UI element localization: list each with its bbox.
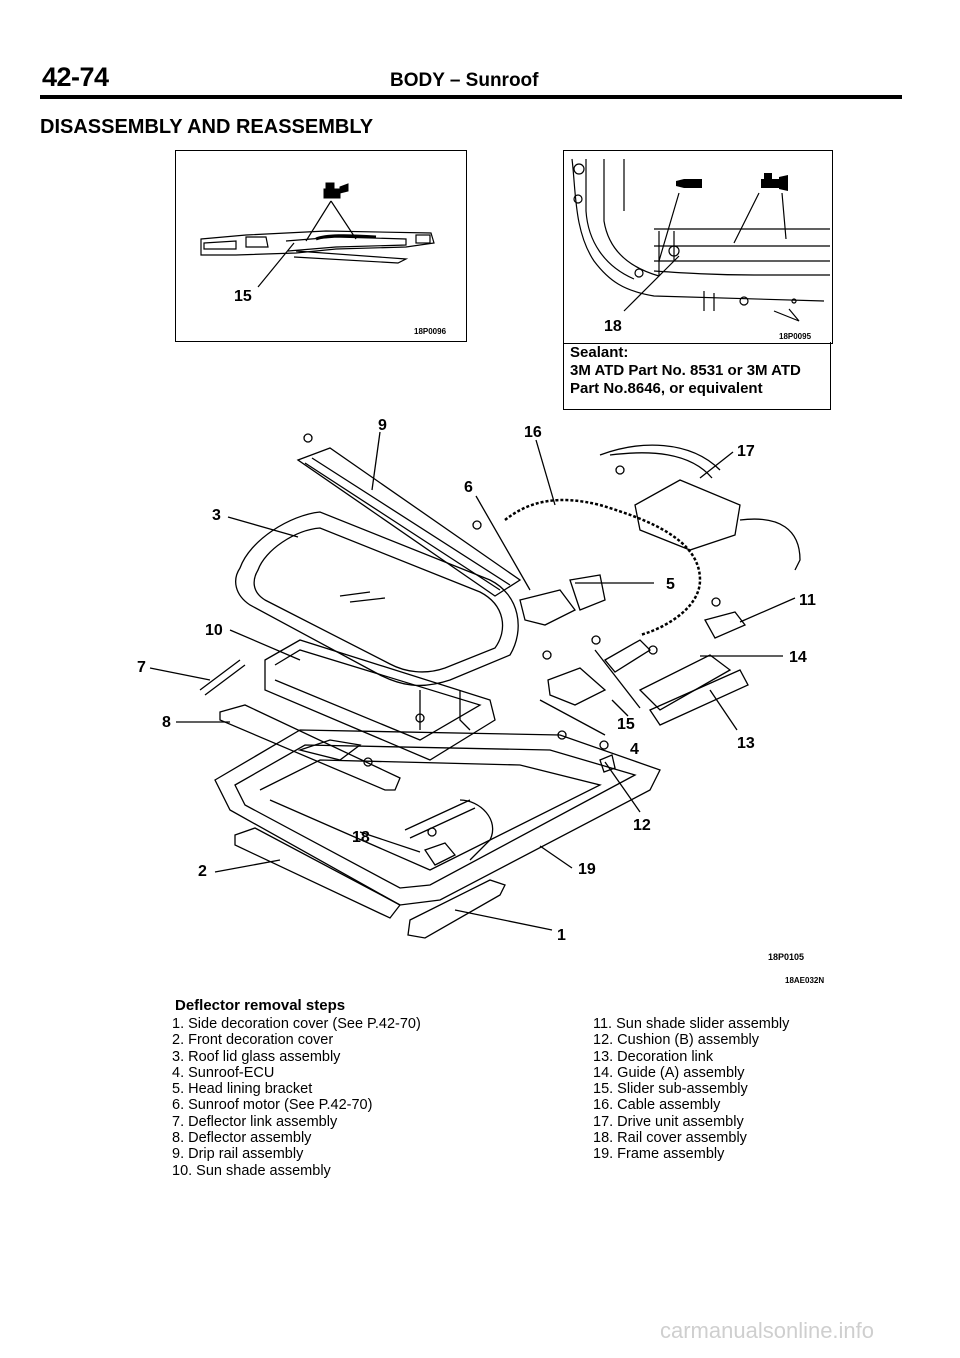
inset-figure-right: 18 18P0095 bbox=[563, 150, 833, 344]
step-item: 8. Deflector assembly bbox=[172, 1130, 312, 1147]
inset-left-code: 18P0096 bbox=[414, 327, 447, 336]
steps-list-left: 1. Side decoration cover (See P.42-70) 2… bbox=[172, 1016, 421, 1179]
sealant-note: Sealant: 3M ATD Part No. 8531 or 3M ATD … bbox=[563, 342, 831, 410]
sealant-gun-icon bbox=[676, 173, 788, 191]
sealant-label: Sealant: bbox=[570, 344, 629, 361]
callout-1: 1 bbox=[557, 927, 566, 944]
callout-15: 15 bbox=[617, 716, 635, 733]
step-item: 7. Deflector link assembly bbox=[172, 1113, 338, 1130]
sealant-line-2: Part No.8646, or equivalent bbox=[570, 380, 763, 397]
step-item: 15. Slider sub-assembly bbox=[593, 1081, 748, 1098]
step-item: 14. Guide (A) assembly bbox=[593, 1064, 745, 1081]
inset-right-drawing: 18 18P0095 bbox=[571, 158, 830, 341]
inset-left-drawing: 15 18P0096 bbox=[200, 182, 447, 336]
step-item: 12. Cushion (B) assembly bbox=[593, 1032, 760, 1049]
step-item: 13. Decoration link bbox=[593, 1048, 714, 1065]
inset-right-code: 18P0095 bbox=[779, 332, 812, 341]
step-item: 1. Side decoration cover (See P.42-70) bbox=[172, 1016, 421, 1032]
steps-list-right: 11. Sun shade slider assembly 12. Cushio… bbox=[593, 1016, 789, 1163]
step-item: 9. Drip rail assembly bbox=[172, 1146, 304, 1163]
callout-13: 13 bbox=[737, 735, 755, 752]
callout-17: 17 bbox=[737, 443, 755, 460]
callout-16: 16 bbox=[524, 424, 542, 441]
callout-10: 10 bbox=[205, 622, 223, 639]
step-item: 19. Frame assembly bbox=[593, 1146, 725, 1163]
callout-14: 14 bbox=[789, 649, 807, 666]
step-item: 18. Rail cover assembly bbox=[593, 1130, 747, 1147]
callout-11: 11 bbox=[799, 592, 816, 609]
callout-9: 9 bbox=[378, 417, 387, 434]
callout-7: 7 bbox=[137, 659, 146, 676]
inset-left-callout: 15 bbox=[234, 288, 252, 305]
step-item: 5. Head lining bracket bbox=[172, 1081, 313, 1098]
step-item: 2. Front decoration cover bbox=[172, 1032, 334, 1049]
step-item: 3. Roof lid glass assembly bbox=[172, 1048, 341, 1065]
exploded-view-drawing: 9 16 17 6 3 5 11 10 14 7 8 15 13 4 12 18… bbox=[137, 417, 824, 985]
callout-12: 12 bbox=[633, 817, 651, 834]
callout-8: 8 bbox=[162, 714, 171, 731]
sealant-line-1: 3M ATD Part No. 8531 or 3M ATD bbox=[570, 362, 801, 379]
callout-5: 5 bbox=[666, 576, 675, 593]
callout-19: 19 bbox=[578, 861, 596, 878]
step-item: 16. Cable assembly bbox=[593, 1097, 721, 1114]
section-title: DISASSEMBLY AND REASSEMBLY bbox=[40, 116, 374, 138]
figure-code-2: 18AE032N bbox=[785, 976, 824, 985]
step-item: 17. Drive unit assembly bbox=[593, 1113, 744, 1130]
inset-right-callout: 18 bbox=[604, 318, 622, 335]
step-item: 10. Sun shade assembly bbox=[172, 1162, 331, 1179]
inset-figure-left: 15 18P0096 bbox=[175, 150, 467, 342]
step-item: 6. Sunroof motor (See P.42-70) bbox=[172, 1097, 373, 1114]
page-title: BODY – Sunroof bbox=[390, 70, 539, 91]
figure-code-1: 18P0105 bbox=[768, 952, 804, 962]
page-number: 42-74 bbox=[42, 62, 109, 92]
steps-title: Deflector removal steps bbox=[175, 997, 346, 1014]
callout-6: 6 bbox=[464, 479, 473, 496]
step-item: 11. Sun shade slider assembly bbox=[593, 1016, 790, 1032]
callout-2: 2 bbox=[198, 863, 207, 880]
header-rule bbox=[40, 95, 902, 99]
callout-4: 4 bbox=[630, 741, 639, 758]
callout-3: 3 bbox=[212, 507, 221, 524]
watermark: carmanualsonline.info bbox=[660, 1318, 875, 1343]
callout-18: 18 bbox=[352, 829, 370, 846]
step-item: 4. Sunroof-ECU bbox=[172, 1064, 275, 1081]
sealant-gun-icon bbox=[323, 182, 349, 199]
